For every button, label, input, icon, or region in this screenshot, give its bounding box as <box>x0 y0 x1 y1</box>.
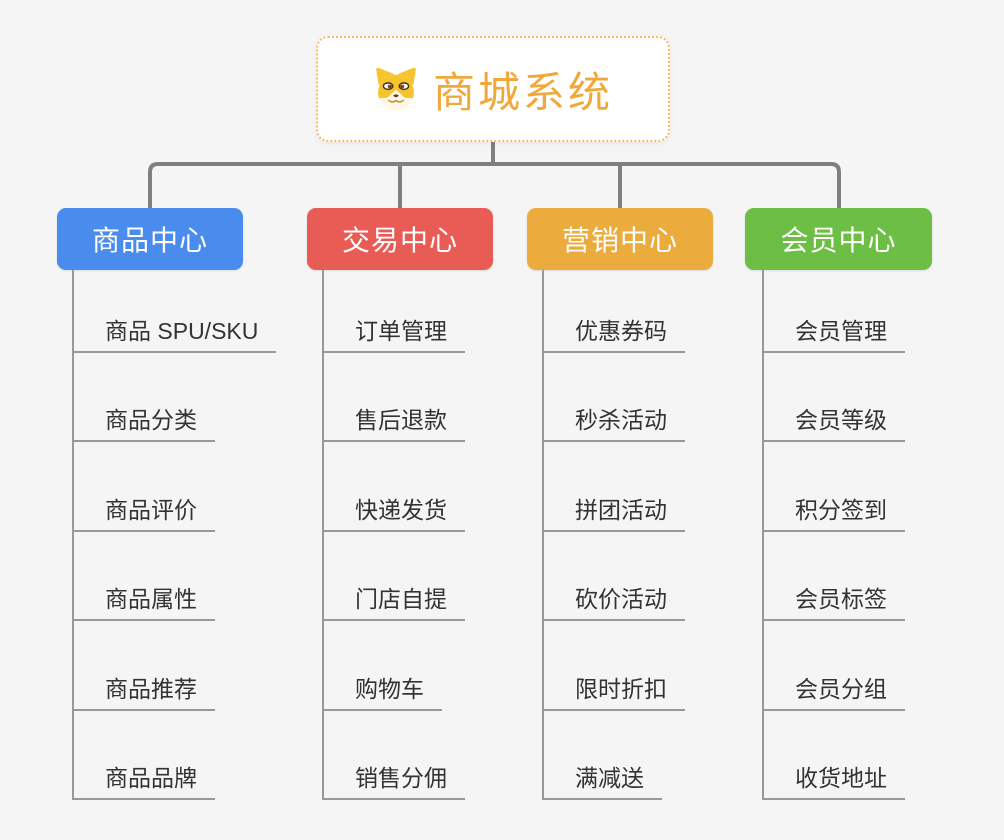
branch-trunk-line <box>542 270 544 800</box>
leaf-item[interactable]: 商品品牌 <box>72 754 215 800</box>
leaf-label: 商品品牌 <box>105 765 197 791</box>
branch-node-product-center[interactable]: 商品中心 <box>57 208 243 270</box>
leaf-item[interactable]: 积分签到 <box>762 486 905 532</box>
branch-node-trade-center[interactable]: 交易中心 <box>307 208 493 270</box>
leaf-label: 订单管理 <box>355 318 447 344</box>
leaf-item[interactable]: 购物车 <box>322 665 442 711</box>
leaf-label: 优惠券码 <box>575 318 667 344</box>
leaf-label: 会员标签 <box>795 586 887 612</box>
leaf-label: 销售分佣 <box>355 765 447 791</box>
dog-face-icon <box>373 66 419 112</box>
leaf-item[interactable]: 销售分佣 <box>322 754 465 800</box>
leaf-label: 会员分组 <box>795 676 887 702</box>
leaf-item[interactable]: 商品属性 <box>72 575 215 621</box>
branch-trunk-line <box>72 270 74 800</box>
leaf-item[interactable]: 快递发货 <box>322 486 465 532</box>
connector-lines <box>148 141 841 210</box>
leaf-label: 收货地址 <box>795 765 887 791</box>
root-title: 商城系统 <box>432 68 613 116</box>
leaf-label: 会员等级 <box>795 407 887 433</box>
leaf-label: 秒杀活动 <box>575 407 667 433</box>
branch-label: 商品中心 <box>91 225 208 256</box>
branch-label: 营销中心 <box>561 225 678 256</box>
leaf-label: 商品分类 <box>105 407 197 433</box>
leaf-item[interactable]: 商品评价 <box>72 486 215 532</box>
branch-label: 会员中心 <box>780 225 897 256</box>
leaf-label: 商品推荐 <box>105 676 197 702</box>
leaf-item[interactable]: 砍价活动 <box>542 575 685 621</box>
branch-node-marketing-center[interactable]: 营销中心 <box>527 208 713 270</box>
leaf-label: 满减送 <box>575 765 644 791</box>
root-node[interactable]: 商城系统 <box>316 36 670 142</box>
leaf-item[interactable]: 商品推荐 <box>72 665 215 711</box>
branch-node-member-center[interactable]: 会员中心 <box>745 208 932 270</box>
leaf-label: 门店自提 <box>355 586 447 612</box>
leaf-item[interactable]: 限时折扣 <box>542 665 685 711</box>
branch-trunk-line <box>762 270 764 800</box>
leaf-label: 商品评价 <box>105 497 197 523</box>
leaf-label: 商品 SPU/SKU <box>105 318 259 344</box>
leaf-label: 积分签到 <box>795 497 887 523</box>
leaf-item[interactable]: 商品 SPU/SKU <box>72 307 277 353</box>
leaf-label: 拼团活动 <box>575 497 667 523</box>
leaf-item[interactable]: 拼团活动 <box>542 486 685 532</box>
leaf-label: 购物车 <box>355 676 424 702</box>
leaf-label: 会员管理 <box>795 318 887 344</box>
leaf-label: 限时折扣 <box>575 676 667 702</box>
leaf-label: 砍价活动 <box>575 586 667 612</box>
leaf-item[interactable]: 会员分组 <box>762 665 905 711</box>
leaf-label: 商品属性 <box>105 586 197 612</box>
leaf-label: 售后退款 <box>355 407 447 433</box>
leaf-item[interactable]: 满减送 <box>542 754 662 800</box>
branch-trunk-line <box>322 270 324 800</box>
leaf-item[interactable]: 订单管理 <box>322 307 465 353</box>
leaf-item[interactable]: 秒杀活动 <box>542 396 685 442</box>
leaf-item[interactable]: 售后退款 <box>322 396 465 442</box>
leaf-item[interactable]: 优惠券码 <box>542 307 685 353</box>
leaf-item[interactable]: 会员管理 <box>762 307 905 353</box>
leaf-label: 快递发货 <box>355 497 447 523</box>
leaf-item[interactable]: 会员等级 <box>762 396 905 442</box>
leaf-item[interactable]: 门店自提 <box>322 575 465 621</box>
branch-label: 交易中心 <box>341 225 458 256</box>
leaf-item[interactable]: 商品分类 <box>72 396 215 442</box>
leaf-item[interactable]: 收货地址 <box>762 754 905 800</box>
leaf-item[interactable]: 会员标签 <box>762 575 905 621</box>
